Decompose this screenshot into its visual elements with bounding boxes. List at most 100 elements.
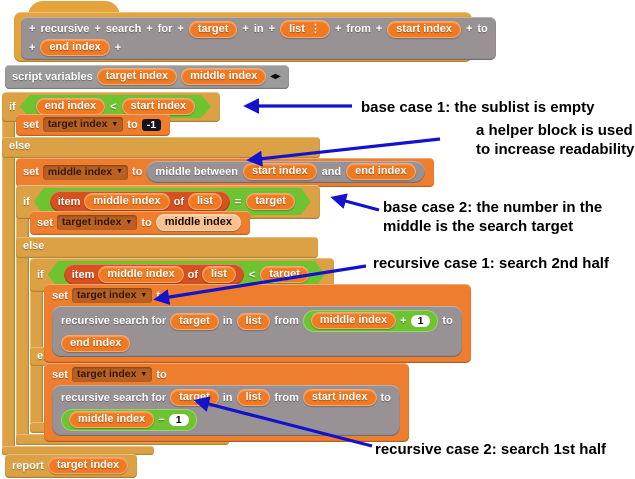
expand-arrows-icon[interactable]: ◂▸ <box>270 71 281 82</box>
set-variable-dropdown[interactable]: target index ▼ <box>71 288 153 303</box>
script-variables-block[interactable]: script variables target index middle ind… <box>5 65 290 89</box>
middle-between-block[interactable]: middle between start index and end index <box>146 161 425 183</box>
report-block[interactable]: report target index <box>5 454 138 478</box>
param-end-index[interactable]: end index <box>40 39 110 56</box>
variable-end-index[interactable]: end index <box>61 335 131 352</box>
param-plus-icon[interactable]: + <box>334 23 342 35</box>
param-label: target <box>197 22 229 35</box>
variable-label: middle index <box>78 413 146 425</box>
param-label: end index <box>49 41 101 53</box>
from-label: from <box>274 391 299 404</box>
set-block-3[interactable]: set target index ▼ to middle index <box>30 211 250 235</box>
variable-start-index[interactable]: start index <box>242 163 317 180</box>
less-than-operator: < <box>248 268 256 281</box>
proto-word: to <box>477 23 488 35</box>
variable-target[interactable]: target <box>260 266 309 283</box>
param-start-index[interactable]: start index <box>387 20 461 38</box>
dropdown-value: middle index <box>47 165 113 178</box>
param-plus-icon[interactable]: + <box>94 23 101 35</box>
block-prototype[interactable]: + recursive + search + for + target + in… <box>21 17 496 60</box>
set-block-2[interactable]: set middle index ▼ to middle between sta… <box>16 158 434 187</box>
if-close-bar-outer[interactable] <box>2 446 154 455</box>
variable-middle-index[interactable]: middle index <box>155 214 241 231</box>
set-variable-dropdown[interactable]: target index ▼ <box>56 215 138 230</box>
set-variable-dropdown[interactable]: target index ▼ <box>71 367 153 382</box>
variable-label: target index <box>56 459 120 471</box>
variable-middle-index[interactable]: middle index <box>98 266 183 283</box>
definition-hat-block[interactable]: + recursive + search + for + target + in… <box>14 12 496 62</box>
param-plus-icon[interactable]: + <box>29 41 36 54</box>
param-plus-icon[interactable]: + <box>375 23 383 35</box>
set-variable-dropdown[interactable]: middle index ▼ <box>42 164 129 180</box>
set-label: set <box>52 368 68 381</box>
proto-word: from <box>346 23 371 35</box>
dropdown-value: target index <box>47 118 108 130</box>
param-plus-icon[interactable]: + <box>268 23 276 35</box>
variable-target[interactable]: target <box>246 193 295 210</box>
param-plus-icon[interactable]: + <box>177 23 184 35</box>
to-label: to <box>380 391 391 404</box>
item-of-block[interactable]: item middle index of list <box>64 264 244 285</box>
annotation-recursive-case-1: recursive case 1: search 2nd half <box>373 255 609 272</box>
param-label: start index <box>396 22 452 35</box>
in-label: in <box>222 391 233 404</box>
variable-label: target <box>269 268 300 280</box>
set-variable-dropdown[interactable]: target index ▼ <box>42 117 124 132</box>
variable-target[interactable]: target <box>170 312 219 330</box>
variable-end-index[interactable]: end index <box>36 98 105 115</box>
variable-list[interactable]: list <box>202 266 236 283</box>
value-input[interactable]: -1 <box>141 118 162 131</box>
in-label: in <box>222 315 233 327</box>
set-block-1[interactable]: set target index ▼ to -1 <box>16 114 171 136</box>
variable-label: target <box>255 195 286 207</box>
dropdown-value: target index <box>76 368 137 380</box>
recursive-search-call-1[interactable]: recursive search for target in list from… <box>52 306 462 357</box>
set-label: set <box>52 289 68 302</box>
variable-middle-index[interactable]: middle index <box>181 68 267 85</box>
param-plus-icon[interactable]: + <box>114 41 122 54</box>
addition-block[interactable]: middle index + 1 <box>302 310 439 332</box>
else-bar-2[interactable]: else <box>16 237 318 258</box>
predicate-equals[interactable]: item middle index of list = target <box>34 188 311 215</box>
variable-middle-index[interactable]: middle index <box>69 411 155 428</box>
param-list[interactable]: list⋮ <box>280 20 330 38</box>
param-label: list <box>289 22 305 35</box>
variable-middle-index[interactable]: middle index <box>310 312 397 329</box>
variable-target-index[interactable]: target index <box>96 68 178 85</box>
if-label: if <box>9 100 16 113</box>
recursive-search-call-2[interactable]: recursive search for target in list from… <box>52 385 400 436</box>
to-label: to <box>156 289 167 302</box>
number-input[interactable]: 1 <box>410 314 431 327</box>
equals-operator: = <box>234 195 242 208</box>
item-label: item <box>57 195 81 208</box>
number-input[interactable]: 1 <box>168 413 189 426</box>
variable-label: list <box>245 314 262 327</box>
variable-target[interactable]: target <box>170 389 219 406</box>
set-label: set <box>23 118 39 131</box>
variable-middle-index[interactable]: middle index <box>84 193 169 210</box>
variable-start-index[interactable]: start index <box>122 98 196 115</box>
dropdown-value: target index <box>76 289 137 301</box>
param-target[interactable]: target <box>188 20 238 38</box>
else-bar-1[interactable]: else <box>2 137 320 158</box>
param-plus-icon[interactable]: + <box>146 23 153 35</box>
param-plus-icon[interactable]: + <box>242 23 249 35</box>
variable-start-index[interactable]: start index <box>302 389 377 406</box>
variable-label: start index <box>311 391 368 403</box>
variable-target-index[interactable]: target index <box>47 457 129 474</box>
item-of-block[interactable]: item middle index of list <box>50 191 230 212</box>
param-plus-icon[interactable]: + <box>29 23 36 35</box>
proto-word: in <box>253 23 264 35</box>
param-plus-icon[interactable]: + <box>465 23 473 35</box>
chevron-down-icon: ▼ <box>125 218 133 226</box>
variable-list[interactable]: list <box>188 193 222 210</box>
variable-list[interactable]: list <box>236 389 271 406</box>
variable-end-index[interactable]: end index <box>346 163 416 180</box>
variable-label: target <box>179 391 210 403</box>
annotation-helper: a helper block is used to increase reada… <box>476 121 634 159</box>
set-block-recursive-2[interactable]: set target index ▼ to recursive search f… <box>44 363 409 442</box>
subtraction-block[interactable]: middle index − 1 <box>61 409 197 431</box>
annotation-line: a helper block is used <box>476 122 633 139</box>
variable-list[interactable]: list <box>236 312 271 330</box>
set-block-recursive-1[interactable]: set target index ▼ to recursive search f… <box>44 284 471 363</box>
